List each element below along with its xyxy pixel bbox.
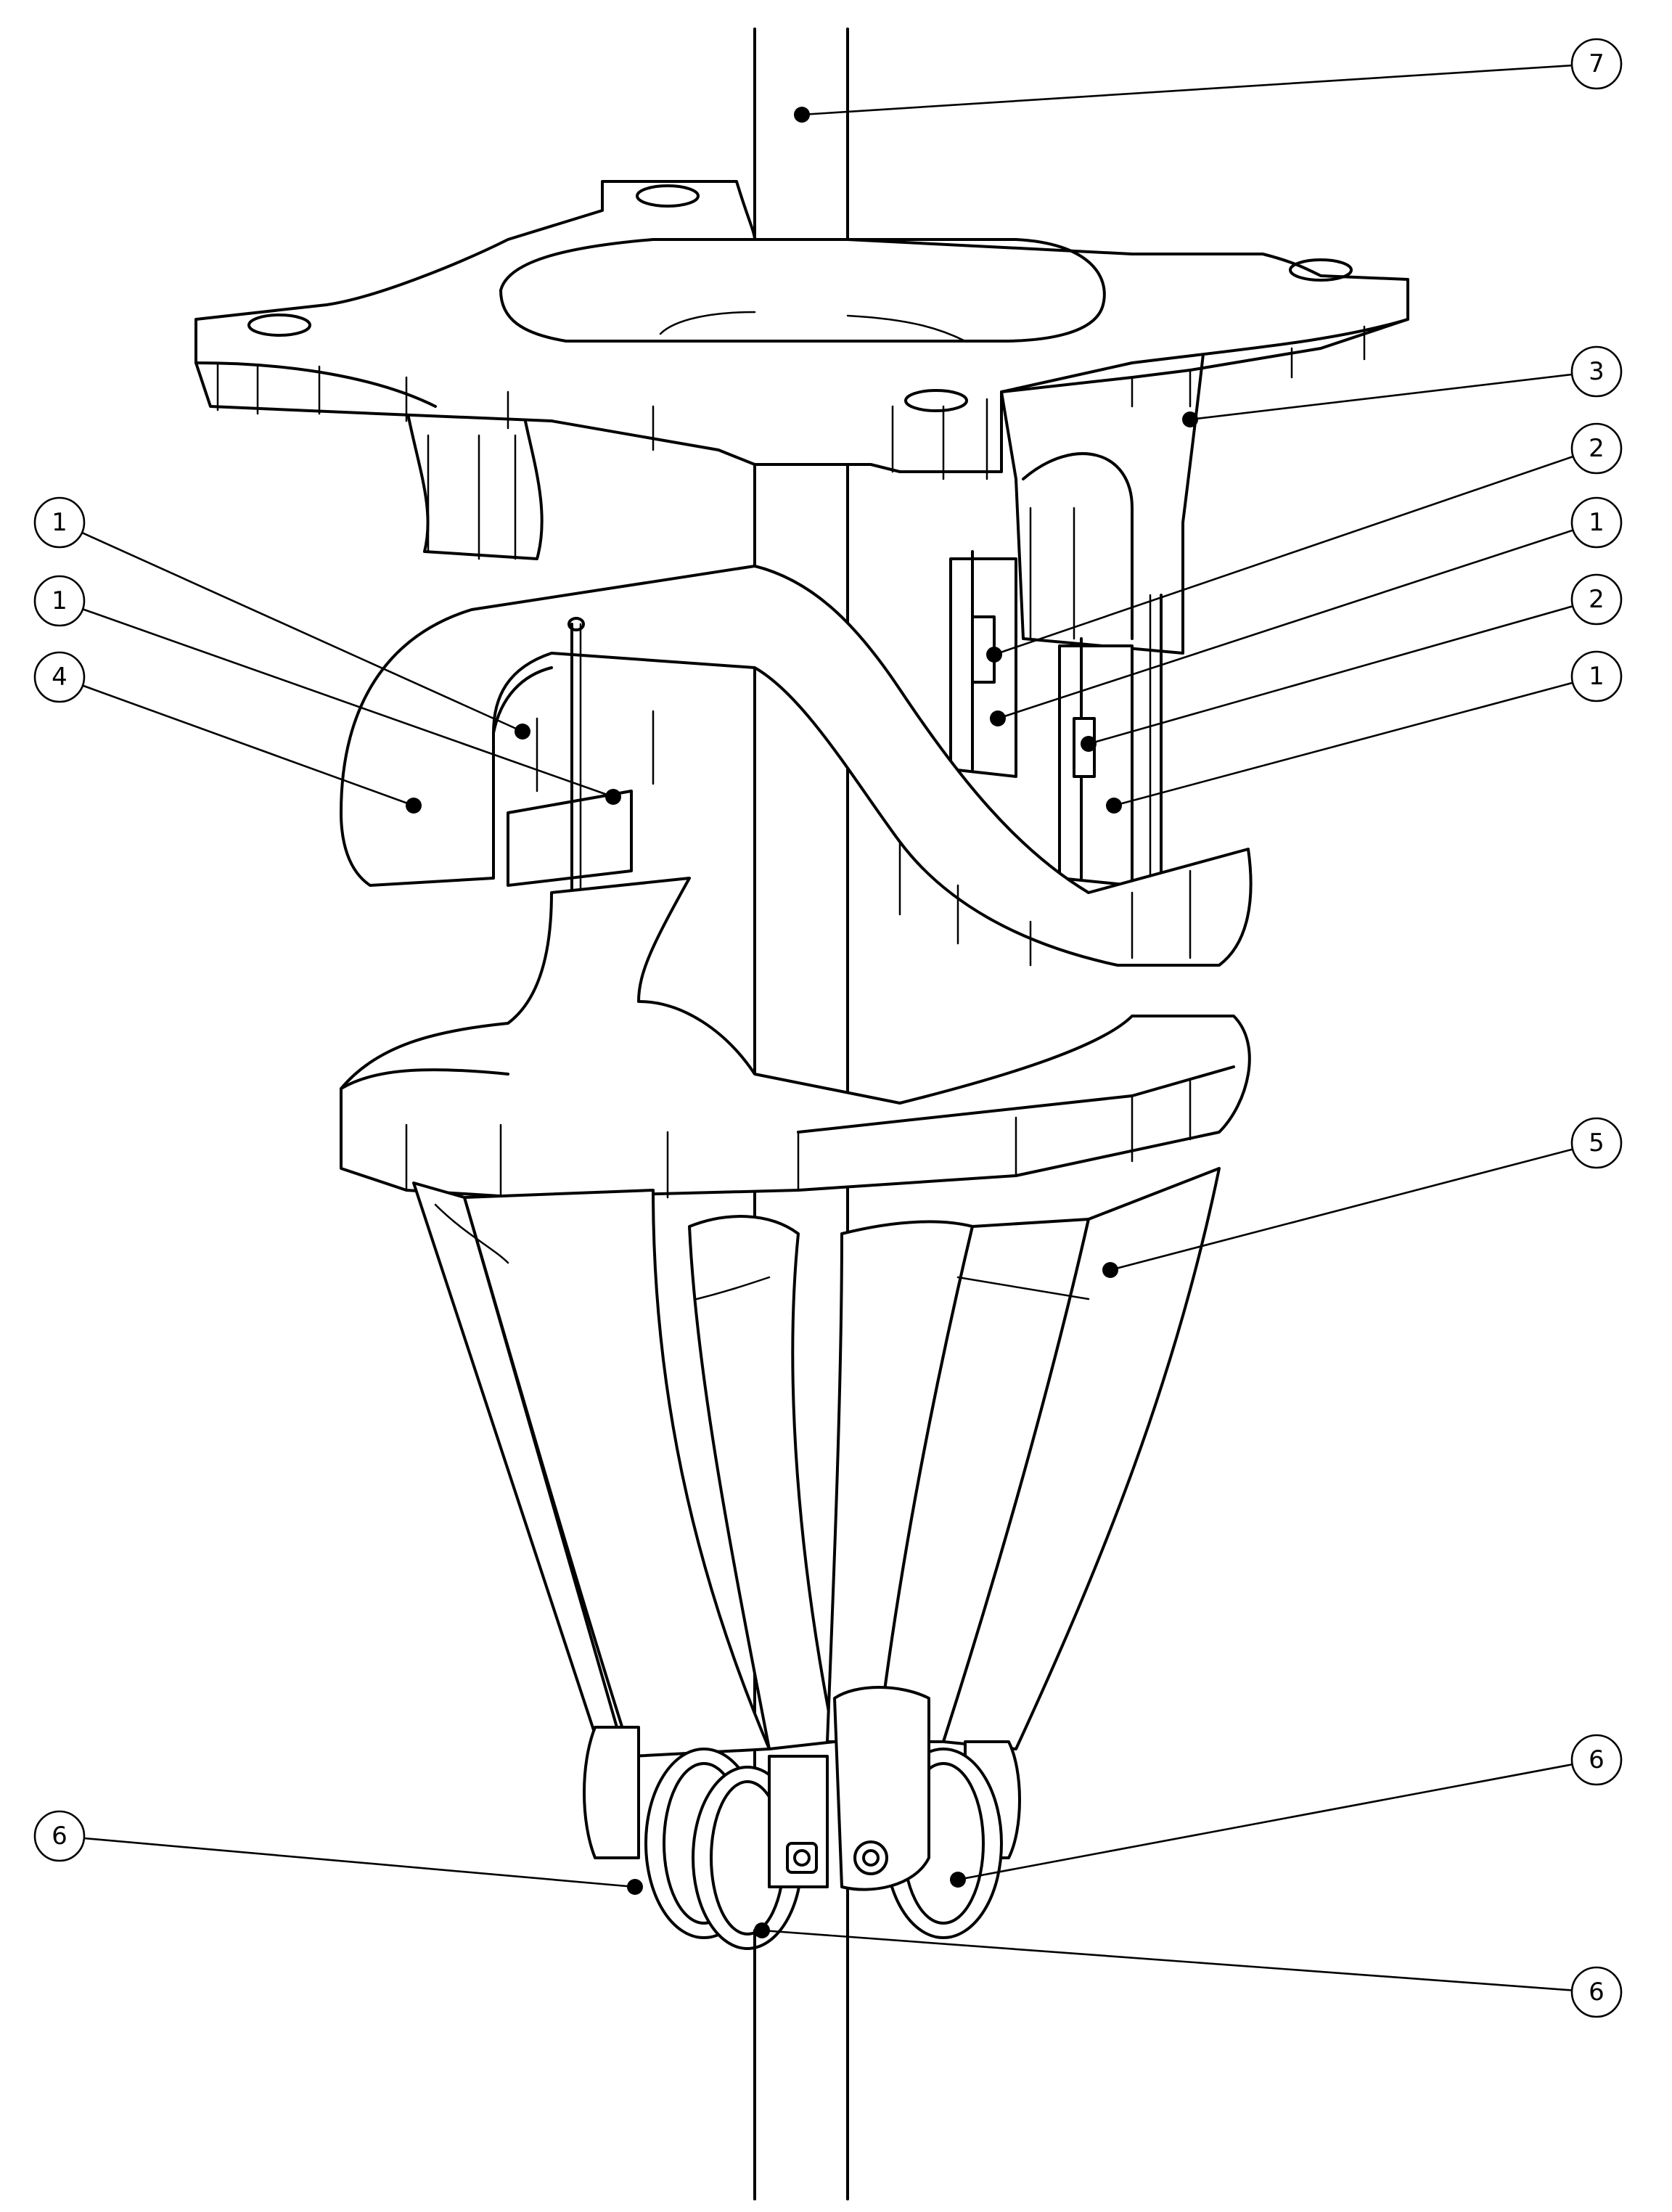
callout-number: 1 <box>52 586 67 615</box>
callout-1: 1 <box>33 575 621 805</box>
leader-dot <box>1102 1262 1118 1278</box>
central-rod-front <box>753 28 849 2200</box>
callout-bubble <box>1570 38 1623 90</box>
leader-line <box>997 529 1574 720</box>
lower-conical-frame <box>340 877 1251 1758</box>
leader-dot <box>1081 736 1097 752</box>
leader-line <box>993 455 1574 656</box>
leader-dot <box>990 710 1006 726</box>
leader-dot <box>794 107 810 123</box>
callout-6: 6 <box>950 1734 1623 1888</box>
callout-bubble <box>33 651 86 703</box>
leader-line <box>761 1929 1573 1991</box>
callout-6: 6 <box>754 1922 1623 2018</box>
callout-number: 2 <box>1589 434 1605 463</box>
leader-line <box>83 1837 636 1888</box>
callout-3: 3 <box>1182 345 1623 427</box>
callout-number: 6 <box>1589 1745 1605 1774</box>
leader-line <box>82 684 414 807</box>
callout-number: 1 <box>52 508 67 537</box>
callout-bubble <box>1570 1966 1623 2018</box>
leader-dot <box>1106 798 1122 814</box>
callout-bubble <box>1570 1117 1623 1169</box>
leader-dot <box>950 1872 966 1888</box>
callout-bubble <box>1570 573 1623 626</box>
callout-1: 1 <box>990 496 1623 726</box>
leader-line <box>1113 681 1573 807</box>
callout-2: 2 <box>986 422 1623 663</box>
callout-bubble <box>33 575 86 627</box>
callout-2: 2 <box>1081 573 1623 752</box>
callout-number: 6 <box>52 1822 67 1851</box>
callout-number: 4 <box>52 663 67 692</box>
callout-bubble <box>1570 1734 1623 1786</box>
leader-line <box>957 1763 1573 1881</box>
callout-bubble <box>33 496 86 549</box>
leader-line <box>801 64 1573 116</box>
callout-bubble <box>1570 496 1623 549</box>
callout-number: 1 <box>1589 508 1605 537</box>
roller-guides <box>583 1686 1021 1950</box>
callout-7: 7 <box>794 38 1623 123</box>
callout-number: 1 <box>1589 662 1605 691</box>
callout-1: 1 <box>33 496 530 740</box>
callout-bubble <box>33 1810 86 1862</box>
leader-dot <box>986 647 1002 663</box>
leader-line <box>82 608 614 798</box>
leader-line <box>1088 605 1573 745</box>
callout-number: 7 <box>1589 49 1605 78</box>
callout-layer: 7 3 2 1 2 1 1 1 4 5 6 6 6 <box>33 38 1623 2018</box>
leader-dot <box>627 1879 643 1895</box>
callout-number: 5 <box>1589 1128 1605 1158</box>
callout-bubble <box>1570 345 1623 398</box>
callout-1: 1 <box>1106 650 1623 814</box>
leader-dot <box>406 798 422 814</box>
leader-dot <box>605 789 621 805</box>
leader-line <box>1189 373 1573 421</box>
leader-line <box>81 531 523 733</box>
callout-number: 2 <box>1589 585 1605 614</box>
leader-dot <box>754 1922 770 1938</box>
top-mounting-bracket <box>194 180 1409 655</box>
leader-dot <box>515 724 530 740</box>
callout-5: 5 <box>1102 1117 1623 1278</box>
callout-number: 3 <box>1589 357 1605 386</box>
leader-dot <box>1182 411 1198 427</box>
callout-6: 6 <box>33 1810 643 1895</box>
callout-number: 6 <box>1589 1978 1605 2007</box>
callout-4: 4 <box>33 651 422 814</box>
callout-bubble <box>1570 422 1623 475</box>
leader-line <box>1110 1148 1573 1271</box>
callout-bubble <box>1570 650 1623 702</box>
